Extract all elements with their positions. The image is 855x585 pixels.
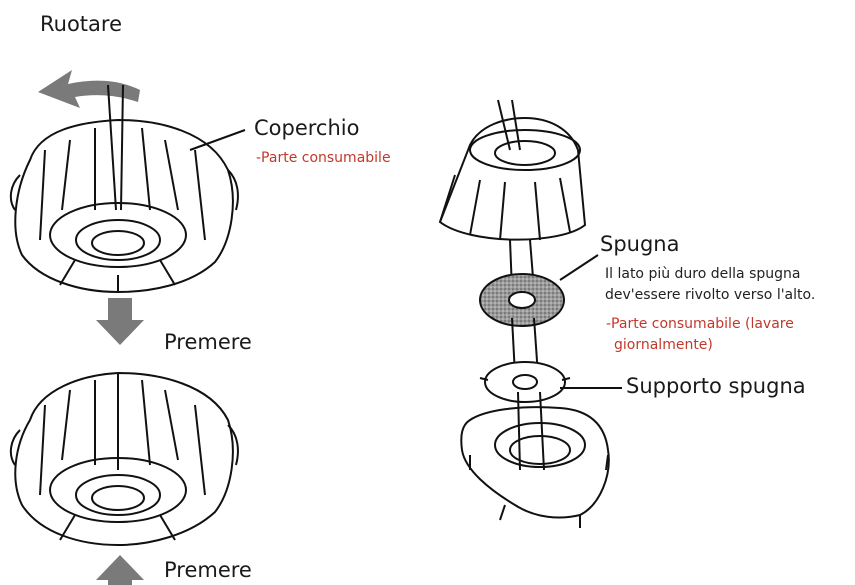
cover-note: -Parte consumabile — [256, 150, 391, 166]
sponge-desc-line-2: dev'essere rivolto verso l'alto. — [605, 287, 815, 303]
sponge-note-line-1: -Parte consumabile (lavare — [606, 316, 794, 332]
sponge-holder-drawing — [461, 318, 622, 528]
press-top-label: Premere — [164, 330, 252, 354]
rotate-label: Ruotare — [40, 12, 122, 36]
cover-label: Coperchio — [254, 116, 359, 140]
sponge-note-line-2: giornalmente) — [614, 337, 713, 353]
sponge-label: Spugna — [600, 232, 679, 256]
sponge-desc-line-1: Il lato più duro della spugna — [605, 266, 800, 282]
rotate-arrow-icon — [38, 70, 140, 108]
press-bottom-label: Premere — [164, 558, 252, 582]
exploded-assembly-drawing — [440, 100, 598, 290]
press-down-arrow-icon — [96, 298, 144, 345]
sponge-holder-label: Supporto spugna — [626, 374, 806, 398]
cover-bottom-drawing — [11, 373, 238, 545]
cover-top-drawing — [11, 85, 245, 292]
press-up-arrow-icon — [96, 555, 144, 585]
